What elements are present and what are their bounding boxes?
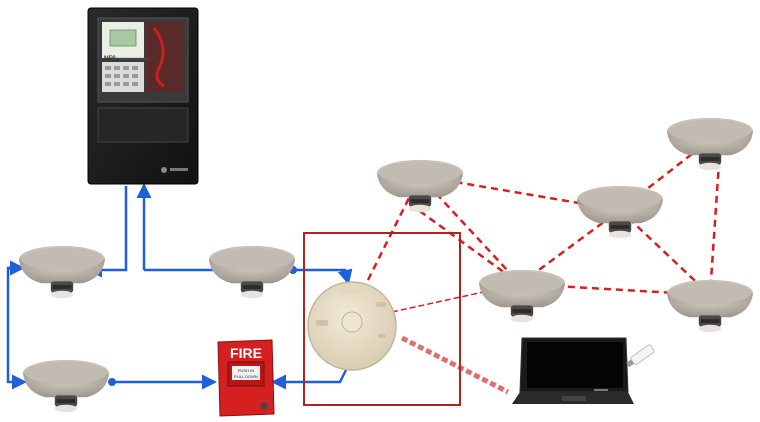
panel-display-label: NFS	[104, 56, 116, 62]
wireless-link	[708, 147, 722, 296]
smoke-detector-icon	[376, 159, 464, 213]
wired-link-panel-to-detector-a	[87, 186, 128, 278]
smoke-detector-icon	[208, 245, 296, 299]
wired-link-detector-b-to-gateway	[294, 268, 353, 285]
panel-lcd	[109, 29, 137, 47]
wireless-gateway	[307, 281, 397, 371]
panel-cable-loop	[152, 27, 165, 88]
wireless-gateway-frame	[303, 232, 461, 406]
pull-station-lock	[260, 402, 268, 410]
wireless-link	[519, 208, 621, 286]
fire-alarm-control-panel: NFS NETWORK FIRE PANEL	[87, 7, 199, 185]
panel-module	[146, 22, 184, 92]
wireless-link-gateway-to-laptop	[400, 335, 510, 395]
smoke-detector-icon	[478, 269, 566, 323]
laptop-touchpad	[562, 396, 586, 401]
panel-keys	[105, 66, 138, 86]
smoke-detector-icon	[18, 245, 106, 299]
gateway-slot	[376, 302, 386, 307]
pull-station-title: FIRE	[230, 345, 262, 361]
gateway-slot	[378, 334, 386, 338]
junction-dot	[108, 378, 116, 386]
panel-logo-text	[170, 168, 188, 171]
usb-dongle	[626, 344, 655, 368]
gateway-slot	[316, 320, 328, 326]
pull-station-instruction-1: PUSH IN	[238, 368, 254, 373]
laptop-screen	[527, 342, 623, 388]
panel-logo	[161, 167, 167, 173]
laptop	[512, 337, 634, 404]
fire-pull-station: FIRE PUSH IN PULL DOWN	[217, 339, 275, 417]
wired-links	[6, 183, 353, 390]
wireless-link	[409, 202, 521, 286]
smoke-detector-icon	[576, 185, 664, 239]
panel-caption: NETWORK FIRE PANEL	[112, 57, 150, 61]
smoke-detector-icon	[666, 279, 754, 333]
usb-dongle-plug	[626, 359, 635, 368]
gateway-center-hub	[341, 311, 363, 333]
gateway-tab	[340, 286, 362, 294]
wired-link-loop-left	[6, 266, 27, 390]
wireless-link	[619, 209, 711, 296]
usb-dongle-icon	[630, 344, 655, 366]
panel-lower-door	[97, 107, 189, 143]
laptop-logo	[594, 389, 608, 391]
smoke-detector-icon	[22, 359, 110, 413]
pull-station-label-plate	[232, 366, 260, 380]
pull-station-instruction-2: PULL DOWN	[234, 374, 258, 379]
